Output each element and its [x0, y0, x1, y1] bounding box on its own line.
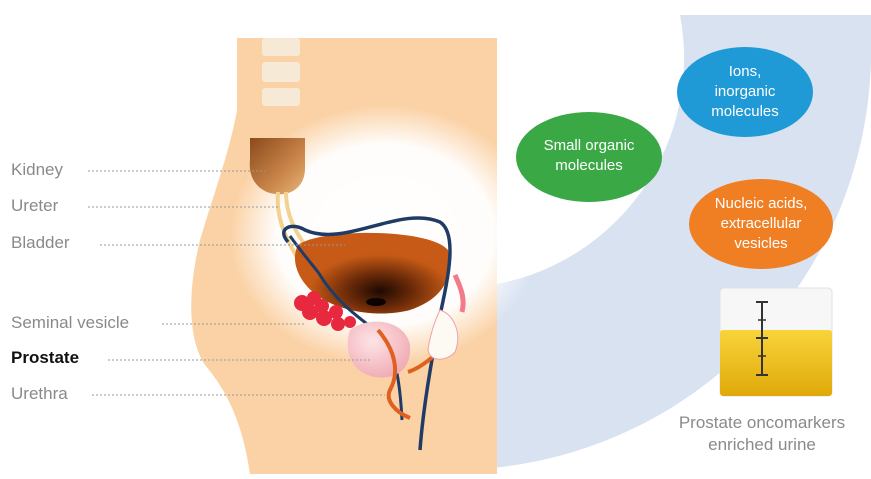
label-urethra: Urethra — [11, 384, 68, 404]
vertebra — [262, 38, 300, 56]
urine-beaker — [720, 288, 832, 396]
ions-bubble-text: Ions, inorganic molecules — [685, 62, 805, 122]
label-prostate: Prostate — [11, 348, 79, 368]
small-organic-bubble-text: Small organic molecules — [524, 136, 654, 176]
nucleic-bubble-text: Nucleic acids, extracellular vesicles — [696, 194, 826, 254]
vertebra — [262, 62, 300, 82]
bladder-opening — [366, 298, 386, 306]
label-bladder: Bladder — [11, 233, 70, 253]
urine-caption: Prostate oncomarkers enriched urine — [662, 412, 862, 456]
kidney-shape — [250, 138, 305, 194]
label-seminal-vesicle: Seminal vesicle — [11, 313, 129, 333]
label-ureter: Ureter — [11, 196, 58, 216]
label-kidney: Kidney — [11, 160, 63, 180]
vertebra — [262, 88, 300, 106]
